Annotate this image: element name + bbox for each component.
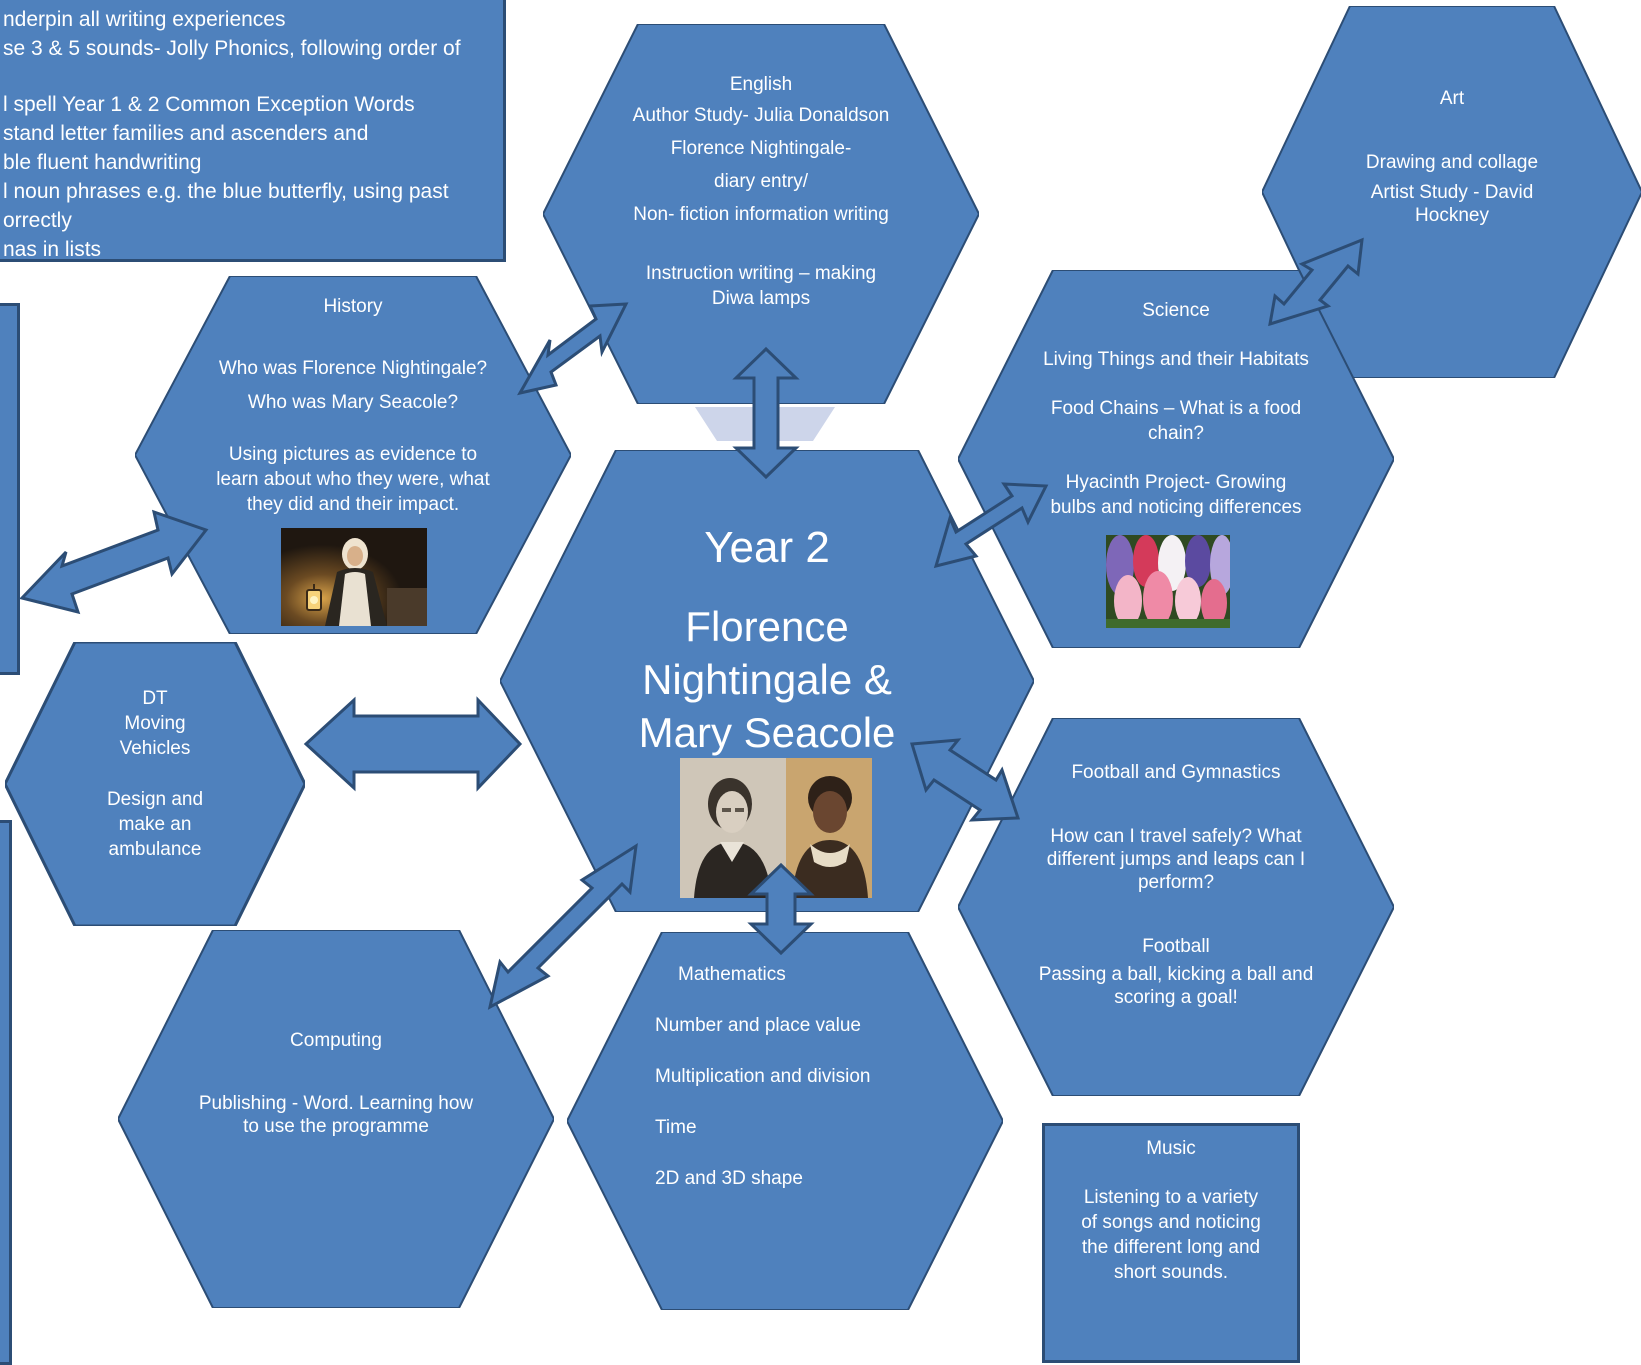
left-partial-box-upper bbox=[0, 303, 20, 675]
science-hexagon: Science Living Things and their Habitats… bbox=[958, 270, 1394, 648]
maths-line: Time bbox=[655, 1117, 697, 1138]
writing-skills-line: ble fluent handwriting bbox=[3, 151, 202, 174]
pe-hexagon: Football and Gymnastics How can I travel… bbox=[958, 718, 1394, 1096]
english-line: Non- fiction information writing bbox=[633, 204, 889, 225]
maths-line: 2D and 3D shape bbox=[655, 1168, 803, 1189]
music-line: short sounds. bbox=[1113, 1262, 1229, 1283]
mary-seacole-portrait bbox=[786, 758, 872, 898]
science-heading: Science bbox=[1142, 300, 1210, 321]
pe-line: different jumps and leaps can I bbox=[1046, 849, 1306, 870]
year-title: Year 2 bbox=[704, 523, 830, 572]
science-line: Food Chains – What is a food bbox=[1050, 398, 1302, 419]
topic-title-line: Nightingale & bbox=[642, 656, 892, 703]
music-line: Listening to a variety bbox=[1083, 1187, 1259, 1208]
history-line: learn about who they were, what bbox=[216, 469, 490, 490]
computing-hexagon: Computing Publishing - Word. Learning ho… bbox=[118, 930, 554, 1308]
pe-line: How can I travel safely? What bbox=[1050, 826, 1302, 847]
pe-heading: Football and Gymnastics bbox=[1071, 762, 1281, 783]
art-line: Hockney bbox=[1415, 205, 1489, 226]
english-line: diary entry/ bbox=[714, 171, 808, 192]
writing-skills-box: nderpin all writing experiences se 3 & 5… bbox=[0, 0, 506, 262]
science-line: Living Things and their Habitats bbox=[1043, 349, 1309, 370]
dt-line: Design and bbox=[106, 789, 204, 810]
dt-line: Moving bbox=[124, 713, 186, 734]
writing-skills-line bbox=[3, 63, 503, 90]
florence-nightingale-portrait bbox=[680, 758, 786, 898]
arrow-dt-center bbox=[303, 696, 523, 792]
maths-line: Number and place value bbox=[655, 1015, 861, 1036]
dt-line: make an bbox=[118, 814, 192, 835]
writing-skills-line: nderpin all writing experiences bbox=[3, 8, 286, 31]
maths-line: Multiplication and division bbox=[655, 1066, 871, 1087]
florence-lamp-painting bbox=[281, 528, 427, 626]
computing-line: Publishing - Word. Learning how bbox=[198, 1093, 474, 1114]
science-line: bulbs and noticing differences bbox=[1050, 497, 1302, 518]
art-heading: Art bbox=[1439, 88, 1465, 109]
pe-line: scoring a goal! bbox=[1114, 987, 1238, 1008]
english-line: Diwa lamps bbox=[711, 288, 811, 309]
english-line: Florence Nightingale- bbox=[670, 138, 852, 159]
art-line: Drawing and collage bbox=[1365, 152, 1539, 173]
history-hexagon: History Who was Florence Nightingale? Wh… bbox=[135, 276, 571, 634]
dt-heading: DT bbox=[142, 688, 168, 709]
music-heading: Music bbox=[1146, 1138, 1196, 1159]
hyacinth-photo bbox=[1106, 535, 1230, 628]
music-line: of songs and noticing bbox=[1081, 1212, 1261, 1233]
computing-line: to use the programme bbox=[243, 1116, 429, 1137]
mathematics-hexagon: Mathematics Number and place value Multi… bbox=[567, 932, 1003, 1310]
history-line: Using pictures as evidence to bbox=[228, 444, 478, 465]
history-line: Who was Mary Seacole? bbox=[247, 392, 459, 413]
writing-skills-line: stand letter families and ascenders and bbox=[3, 122, 369, 145]
pe-line: Passing a ball, kicking a ball and bbox=[1038, 964, 1314, 985]
english-hexagon: English Author Study- Julia Donaldson Fl… bbox=[543, 24, 979, 404]
english-line: Author Study- Julia Donaldson bbox=[632, 105, 890, 126]
writing-skills-line: se 3 & 5 sounds- Jolly Phonics, followin… bbox=[3, 37, 461, 60]
topic-title-line: Mary Seacole bbox=[638, 709, 896, 756]
topic-title-line: Florence bbox=[685, 603, 849, 650]
dt-hexagon: DT Moving Vehicles Design and make an am… bbox=[5, 642, 305, 926]
history-heading: History bbox=[323, 296, 383, 317]
writing-skills-line: orrectly bbox=[3, 209, 72, 232]
art-line: Artist Study - David bbox=[1370, 182, 1534, 203]
central-topic-hexagon: Year 2 Florence Nightingale & Mary Seaco… bbox=[500, 450, 1034, 912]
history-line: Who was Florence Nightingale? bbox=[218, 358, 488, 379]
music-line: the different long and bbox=[1081, 1237, 1261, 1258]
computing-heading: Computing bbox=[290, 1030, 382, 1051]
decorative-trapezoid bbox=[695, 407, 835, 441]
writing-skills-line: l noun phrases e.g. the blue butterfly, … bbox=[3, 180, 449, 203]
music-box: Music Listening to a variety of songs an… bbox=[1042, 1123, 1300, 1363]
dt-line: Vehicles bbox=[119, 738, 191, 759]
maths-heading: Mathematics bbox=[678, 964, 786, 985]
science-line: chain? bbox=[1148, 423, 1204, 444]
english-heading: English bbox=[729, 74, 793, 95]
dt-line: ambulance bbox=[108, 839, 202, 860]
pe-line: perform? bbox=[1137, 872, 1215, 893]
pe-line: Football bbox=[1142, 936, 1210, 957]
history-line: they did and their impact. bbox=[246, 494, 460, 515]
science-line: Hyacinth Project- Growing bbox=[1065, 472, 1287, 493]
writing-skills-line: l spell Year 1 & 2 Common Exception Word… bbox=[3, 93, 415, 116]
writing-skills-line: nas in lists bbox=[3, 238, 102, 261]
english-line: Instruction writing – making bbox=[645, 263, 877, 284]
